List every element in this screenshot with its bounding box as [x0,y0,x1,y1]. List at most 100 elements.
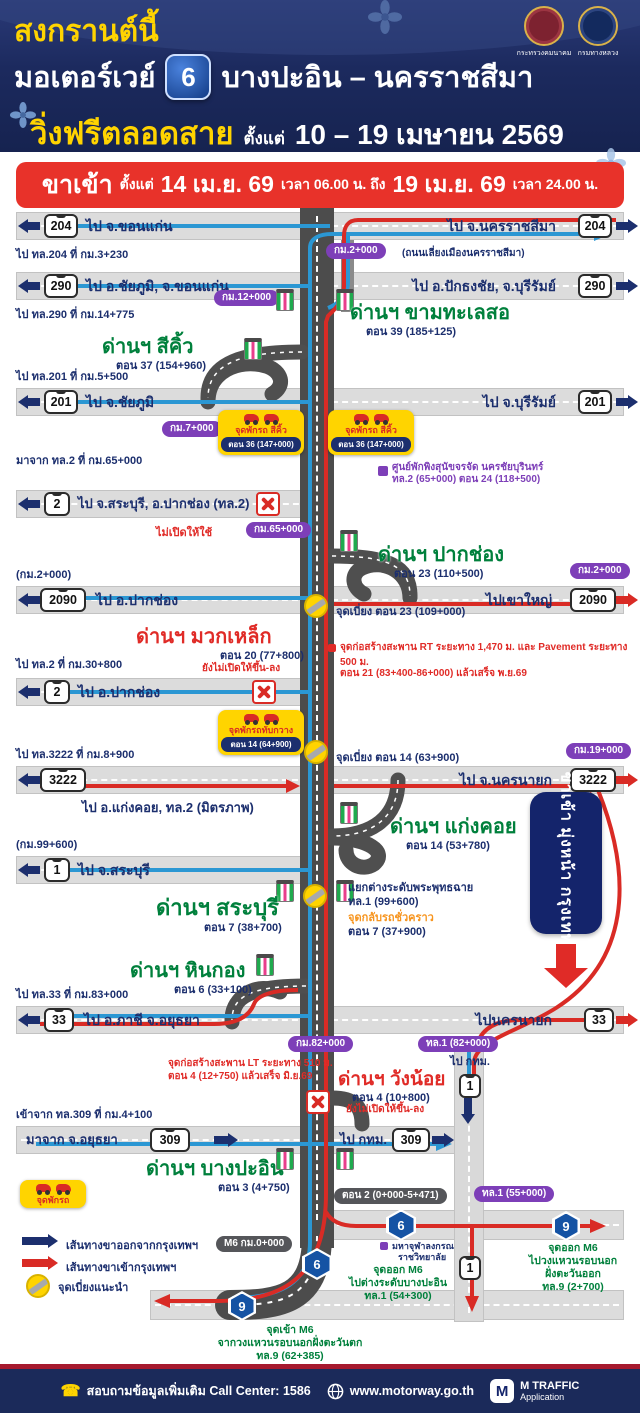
section-2-badge: ตอน 2 (0+000-5+471) [334,1188,447,1204]
km-badge: กม.65+000 [246,522,312,538]
dest-phachi-ayutthaya: ไป อ.ภาชี จ.อยุธยา [84,1012,200,1028]
rest-area-section: ตอน 14 (64+900) [221,737,301,753]
inbound-badge-text: ขาเข้า มุ่งหน้า กรุงเทพฯ [557,771,575,955]
arrow-right-icon [616,279,638,293]
poi-marker-icon [378,466,388,476]
arrow-right-icon [214,1133,238,1147]
toll-gate-icon [340,530,358,552]
checkpoint-kaengkhoi-section: ตอน 14 (53+780) [406,840,490,852]
banner-to-time: เวลา 24.00 น. [512,176,599,192]
legend-rest-label: จุดพักรถ [36,1195,70,1205]
closed-x-icon [256,492,280,516]
route-shield-33: 33 [44,1008,74,1032]
diversion-14-label: จุดเบี่ยง ตอน 14 (63+900) [336,752,460,764]
legend-diversion-label: จุดเบี่ยงแนะนำ [58,1282,129,1294]
footer-app-name: M TRAFFIC [520,1379,580,1392]
exit-east-line3: ฝั่งตะวันออก [545,1268,601,1281]
exit-east-line4: ทล.9 (2+700) [542,1281,604,1294]
note-from-hw2: มาจาก ทล.2 ที่ กม.65+000 [16,455,143,467]
rest-area-name: จุดพักรถ สีคิ้ว [345,425,397,435]
construction-rt-section: ตอน 21 (83+400-86+000) แล้วเสร็จ พ.ย.69 [340,668,527,679]
toll-gate-icon [244,338,262,360]
diversion-point-icon [303,884,327,908]
toll-gate-icon [276,289,294,311]
free-label: วิ่งฟรีตลอดสาย [30,116,234,151]
university-note: มหาจุฬาลงกรณ [392,1241,454,1251]
banner-to-date: 19 เม.ย. 69 [392,171,506,197]
checkpoint-wangnoi-section: ตอน 4 (10+800) [352,1092,430,1104]
rest-area-sikhiu: จุดพักรถ สีคิ้ว ตอน 36 (147+000) [328,410,414,456]
route-shield-2: 2 [44,492,70,516]
toll-gate-icon [256,954,274,976]
route-shield-201: 201 [44,390,78,414]
footer-app-sub: Application [520,1392,565,1403]
big-down-arrow-icon [556,944,576,970]
inbound-period-banner: ขาเข้า ตั้งแต่ 14 เม.ย. 69 เวลา 06.00 น.… [16,162,624,208]
legend-rest-area: จุดพักรถ [20,1180,86,1209]
arrow-right-red-icon [616,593,638,607]
arrow-left-icon [18,219,40,233]
temporary-uturn: จุดกลับรถชั่วคราว [348,912,434,924]
checkpoint-khamthalaeso-section: ตอน 39 (185+125) [366,326,457,338]
toll-gate-icon [336,880,354,902]
ministry-caption: กระทรวงคมนาคม [516,50,572,57]
route-shield-290: 290 [44,274,78,298]
route-shield-1: 1 [459,1074,481,1098]
legend-diversion-icon [26,1274,50,1298]
department-caption: กรมทางหลวง [577,50,619,57]
flower-decoration-icon [10,102,36,128]
note-2090-km: (กม.2+000) [16,569,72,581]
exit-east-line1: จุดออก M6 [548,1242,598,1254]
date-range: 10 – 19 เมษายน 2569 [294,119,564,150]
m6-km0-badge: M6 กม.0+000 [216,1236,293,1252]
checkpoint-kaengkhoi: ด่านฯ แก่งคอย [390,816,517,838]
inbound-to-bangkok-badge: ขาเข้า มุ่งหน้า กรุงเทพฯ [530,771,602,955]
dest-pakthongchai-buriram: ไป อ.ปักธงชัย, จ.บุรีรัมย์ [412,278,556,294]
note-bypass: (ถนนเลี่ยงเมืองนครราชสีมา) [402,248,525,259]
legend-inbound-label: เส้นทางขาเข้ากรุงเทพฯ [66,1262,177,1274]
arrow-right-icon [616,395,638,409]
phraphutthachai-km: ทล.1 (99+600) [348,896,419,908]
km-badge: กม.82+000 [288,1036,354,1052]
big-down-arrow-head-icon [544,968,588,988]
checkpoint-saraburi-section: ตอน 7 (38+700) [204,922,282,934]
phone-icon: ☎ [60,1383,81,1400]
dest-buriram: ไป จ.บุรีรัมย์ [482,394,556,410]
dest-chaiyaphum-khonkaen: ไป อ.ชัยภูมิ, จ.ขอนแก่น [86,278,229,294]
exit-bp-line2: ไปต่างระดับบางปะอิน [348,1277,448,1290]
dest-saraburi: ไป จ.สระบุรี [78,862,150,878]
footer-website[interactable]: www.motorway.go.th [327,1383,474,1400]
car-icons [221,714,301,725]
km-badge: ทล.1 (55+000) [474,1186,555,1202]
km-badge: กม.12+000 [214,290,280,306]
arrow-left-icon [18,593,40,607]
route-shield-309: 309 [150,1128,190,1152]
checkpoint-muaklek: ด่านฯ มวกเหล็ก [136,626,272,648]
checkpoint-hinkong: ด่านฯ หินกอง [130,960,246,982]
diversion-point-icon [304,740,328,764]
arrow-down-icon [461,1098,475,1124]
footer-web-text[interactable]: www.motorway.go.th [349,1384,475,1398]
km-badge: ทล.1 (82+000) [418,1036,499,1052]
note-309-km: เข้าจาก ทล.309 ที่ กม.4+100 [16,1109,153,1121]
arrow-left-icon [18,497,40,511]
from-ayutthaya: มาจาก จ.อยุธยา [26,1132,118,1147]
header-title-row: มอเตอร์เวย์ 6 บางปะอิน – นครราชสีมา [14,54,533,100]
rest-area-thapkwang: จุดพักรถทับกวาง ตอน 14 (64+900) [218,710,304,756]
diversion-point-icon [304,594,328,618]
dest-khonkaen: ไป จ.ขอนแก่น [86,218,173,234]
km-badge: กม.7+000 [162,421,222,437]
arrow-left-icon [18,1013,40,1027]
route-6-badge: 6 [165,54,212,100]
arrow-left-icon [18,773,40,787]
checkpoint-bangpain: ด่านฯ บางปะอิน [146,1158,284,1180]
rest-area-name: จุดพักรถ สีคิ้ว [235,425,287,435]
note-3222-km: ไป ทล.3222 ที่ กม.8+900 [16,749,135,761]
dest-korat: ไป จ.นครราชสีมา [447,218,556,234]
ministry-logo [524,6,564,46]
exit-east-line2: ไปวงแหวนรอบนอก [528,1255,618,1268]
banner-direction: ขาเข้า [41,171,113,199]
dest-kaengkhoi-mittraphap: ไป อ.แก่งคอย, ทล.2 (มิตรภาพ) [82,800,254,815]
dest-chaiyaphum: ไป จ.ชัยภูมิ [86,394,155,410]
checkpoint-pakchong: ด่านฯ ปากช่อง [378,544,505,566]
